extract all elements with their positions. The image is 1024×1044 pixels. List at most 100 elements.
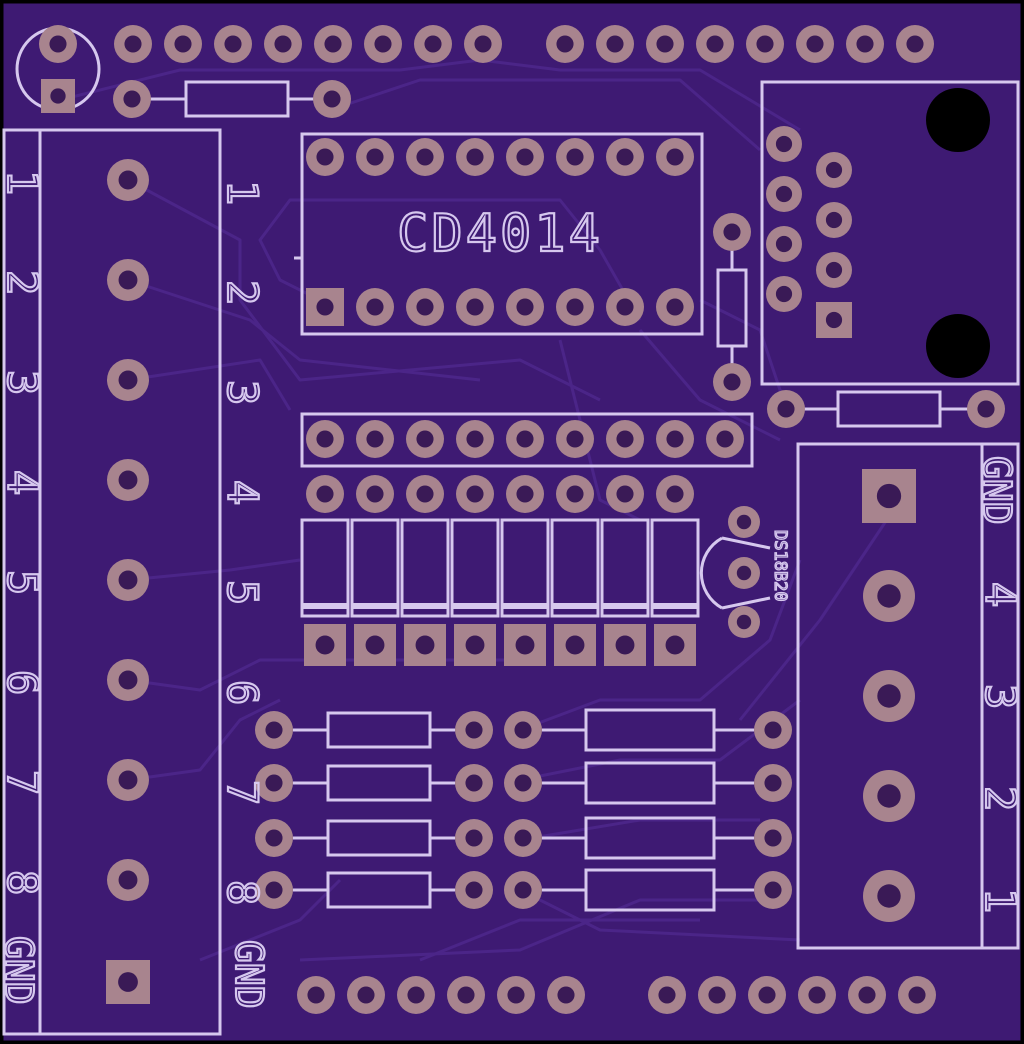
resistor-pad [713, 363, 751, 401]
header-strip-pin [706, 420, 744, 458]
header-pin-bottom [748, 976, 786, 1014]
header-pin-top [746, 25, 784, 63]
header-pin-top [896, 25, 934, 63]
right-connector-pad [863, 770, 915, 822]
diode-pad-square [304, 624, 346, 666]
chip-label: CD4014 [397, 204, 603, 264]
resistor-pad [504, 819, 542, 857]
header-pin-top [796, 25, 834, 63]
header-pin-bottom [848, 976, 886, 1014]
inner-number-label: 8 [218, 880, 267, 905]
resistor-pad [754, 711, 792, 749]
header-strip-pin [456, 420, 494, 458]
header-strip-pin [656, 420, 694, 458]
header-pin-top [114, 25, 152, 63]
left-connector-pad [107, 159, 149, 201]
header-pin-bottom [347, 976, 385, 1014]
rj-pin [816, 202, 852, 238]
rj-pin [766, 126, 802, 162]
sensor-pin [728, 557, 760, 589]
right-number-label: 3 [976, 684, 1024, 709]
header-pin-top [214, 25, 252, 63]
diode-pad-square [504, 624, 546, 666]
inner-number-label: 2 [218, 280, 267, 305]
diode-pad [456, 475, 494, 513]
diode-pad [606, 475, 644, 513]
trace [299, 898, 760, 962]
header-pin-bottom [898, 976, 936, 1014]
diode-pad-square [654, 624, 696, 666]
led-pad-square [41, 79, 75, 113]
resistor-pad [504, 871, 542, 909]
chip-pin [556, 138, 594, 176]
rj-pin [766, 226, 802, 262]
resistor-pad [455, 819, 493, 857]
diode-outline [400, 518, 450, 618]
inner-gnd-label: GND [227, 940, 271, 1009]
trace [127, 278, 481, 382]
diode-pad [406, 475, 444, 513]
header-strip-pin [606, 420, 644, 458]
diode-pad-square [354, 624, 396, 666]
header-strip-pin [506, 420, 544, 458]
diode-pad-square [454, 624, 496, 666]
rj-jack-outline [760, 80, 1020, 386]
header-pin-bottom [798, 976, 836, 1014]
left-connector-pad [107, 459, 149, 501]
right-connector-pad [863, 670, 915, 722]
left-number-label: 2 [0, 270, 47, 295]
left-connector-pad [107, 559, 149, 601]
diode-outline [650, 518, 700, 618]
resistor-pad [313, 80, 351, 118]
resistor-pad [754, 819, 792, 857]
resistor-matrix [293, 708, 754, 912]
header-pin-bottom [297, 976, 335, 1014]
trace [738, 499, 902, 721]
chip-pin [406, 138, 444, 176]
left-connector-pad [107, 759, 149, 801]
right-number-label: 1 [976, 888, 1024, 913]
resistor-pad [255, 871, 293, 909]
resistor-pad [255, 711, 293, 749]
inner-number-label: 5 [218, 580, 267, 605]
left-gnd-label: GND [0, 936, 41, 1005]
right-connector-outline [796, 442, 1020, 950]
resistor-pad [754, 871, 792, 909]
resistor-pad [113, 80, 151, 118]
copper-traces [59, 58, 902, 962]
trace [519, 559, 802, 732]
resistor-pad [967, 390, 1005, 428]
resistor-pad [767, 390, 805, 428]
trace [329, 78, 761, 152]
left-number-label: 8 [0, 870, 47, 895]
header-pin-top [546, 25, 584, 63]
header-pin-bottom [447, 976, 485, 1014]
trace [258, 198, 642, 321]
right-gnd-label: GND [975, 456, 1019, 525]
pad-layer [39, 25, 1005, 1014]
diode-outline [500, 518, 550, 618]
header-strip-pin [306, 420, 344, 458]
diode-pad [656, 475, 694, 513]
rj-pin [816, 152, 852, 188]
left-connector-pad [107, 259, 149, 301]
mounting-hole-bottom [926, 314, 990, 378]
left-connector-pad [107, 859, 149, 901]
chip-pin [356, 138, 394, 176]
chip-pin [306, 138, 344, 176]
diode-pad [556, 475, 594, 513]
sensor-label: DS18B20 [770, 530, 790, 602]
header-pin-top [414, 25, 452, 63]
header-pin-bottom [547, 976, 585, 1014]
header-pin-top [596, 25, 634, 63]
chip-pin [656, 288, 694, 326]
header-pin-top [264, 25, 302, 63]
left-number-label: 1 [0, 170, 47, 195]
rj-pin [816, 302, 852, 338]
sensor-pin [728, 606, 760, 638]
header-pin-top [164, 25, 202, 63]
diode-pad-square [404, 624, 446, 666]
header-pin-top [846, 25, 884, 63]
